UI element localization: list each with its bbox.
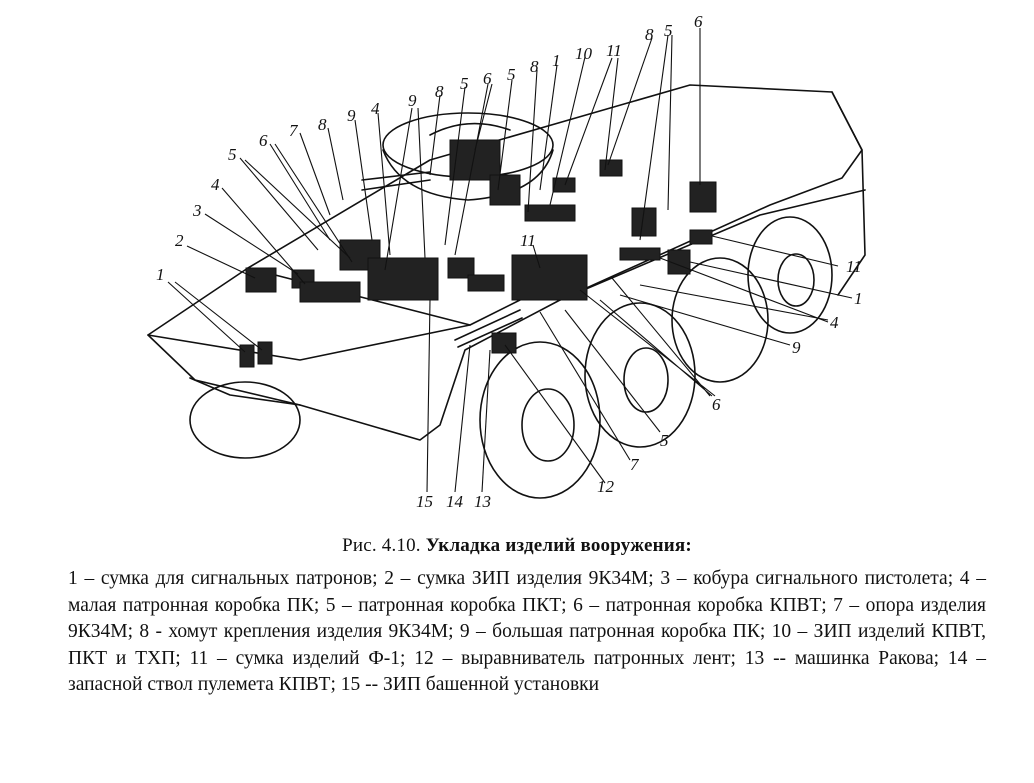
label-13: 13 [474,492,491,511]
figure-caption: Рис. 4.10. Укладка изделий вооружения: [0,535,1034,557]
label-9b: 9 [408,91,417,110]
vehicle-diagram: 1 2 3 4 5 6 7 8 9 4 9 8 5 6 5 8 1 10 11 … [147,12,866,511]
label-4b: 4 [371,99,380,118]
item-box-kpvt-turret [449,139,501,181]
label-4a: 4 [211,175,220,194]
main-gun [361,171,431,191]
item-box-turret-side [489,174,521,206]
label-5e: 5 [660,431,669,450]
label-14: 14 [446,492,464,511]
label-6d: 6 [712,395,721,414]
hull-side-skirt [559,189,866,301]
item-zip-bag [245,267,277,293]
wheel-1 [189,381,301,459]
hull-rear-edge [831,91,866,296]
wheel-4 [671,257,769,383]
item-box-center [467,274,505,292]
item-signal-bag-b [257,341,273,365]
label-15: 15 [416,492,433,511]
label-7a: 7 [289,121,299,140]
label-5b: 5 [460,74,469,93]
label-6a: 6 [259,131,268,150]
label-5c: 5 [507,65,516,84]
label-2: 2 [175,231,184,250]
hull-side-line [147,324,471,361]
label-11c: 11 [846,257,862,276]
wheel-5-hub [777,253,815,307]
item-raker [491,332,517,354]
label-1b: 1 [552,51,561,70]
item-box-group [511,254,588,301]
item-box-small-pk [299,281,361,303]
label-11b: 11 [520,231,536,250]
label-5a: 5 [228,145,237,164]
label-8a: 8 [318,115,327,134]
label-8c: 8 [530,57,539,76]
label-3: 3 [192,201,202,220]
item-zip-turret [447,257,475,279]
wheel-3-hub [623,347,669,413]
item-box-rear-d [689,229,713,245]
item-zip-kpvt [524,204,576,222]
legend-text: 1 – сумка для сигнальных патронов; 2 – с… [68,568,986,695]
label-11a: 11 [606,41,622,60]
label-10: 10 [575,44,593,63]
hull-outline [147,84,863,441]
item-spare-box [619,247,661,261]
label-8d: 8 [645,25,654,44]
wheel-2 [479,341,601,499]
label-9c: 9 [792,338,801,357]
hull-nose [189,377,301,406]
label-6c: 6 [694,12,703,31]
label-8b: 8 [435,82,444,101]
figure-number: Рис. 4.10. [342,535,421,556]
item-f1-bag [552,177,576,193]
figure-title: Укладка изделий вооружения: [425,535,692,556]
label-9a: 9 [347,106,356,125]
turret-body [382,149,554,201]
item-signal-bag-a [239,344,255,368]
item-bracket [599,159,623,177]
wheel-3 [584,302,696,448]
wheel-2-hub [521,388,575,462]
label-1c: 1 [854,289,863,308]
figure-legend: 1 – сумка для сигнальных патронов; 2 – с… [68,566,986,699]
label-5d: 5 [664,21,673,40]
turret-hatch [429,122,511,136]
coax-barrel [454,309,523,348]
label-1a: 1 [156,265,165,284]
label-6b: 6 [483,69,492,88]
label-12: 12 [597,477,615,496]
wheel-5 [747,216,833,334]
label-4c: 4 [830,313,839,332]
label-7b: 7 [630,455,640,474]
item-box-large-pk [367,257,439,301]
item-box-rear-b [689,181,717,213]
